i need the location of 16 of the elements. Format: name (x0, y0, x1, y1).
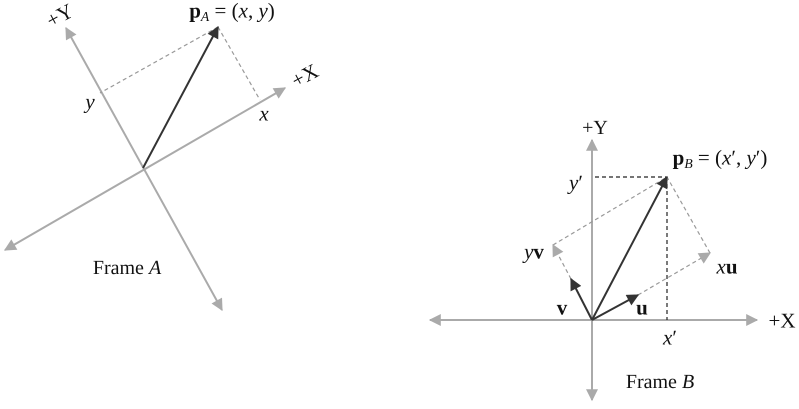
vector-label: yv (524, 242, 544, 262)
point-label: p$_{B}$ = (x′, y′) (672, 147, 768, 171)
point-label: p$_{A}$ = (x, y) (189, 0, 275, 24)
coordinate-label: y′ (569, 172, 583, 194)
vector-label: v (556, 298, 568, 318)
axis-label: +X (768, 310, 796, 332)
vector-label: u (636, 298, 648, 318)
axis-label: +Y (582, 118, 608, 138)
axis-label: +X (288, 60, 322, 92)
axis-label: +Y (43, 0, 77, 32)
frame-label: Frame A (92, 258, 162, 278)
vector-label: xu (716, 256, 738, 278)
frame-label: Frame B (626, 372, 694, 392)
coordinate-label: x′ (663, 328, 677, 348)
coordinate-label: y (85, 92, 95, 112)
coordinate-label: x (259, 104, 269, 124)
